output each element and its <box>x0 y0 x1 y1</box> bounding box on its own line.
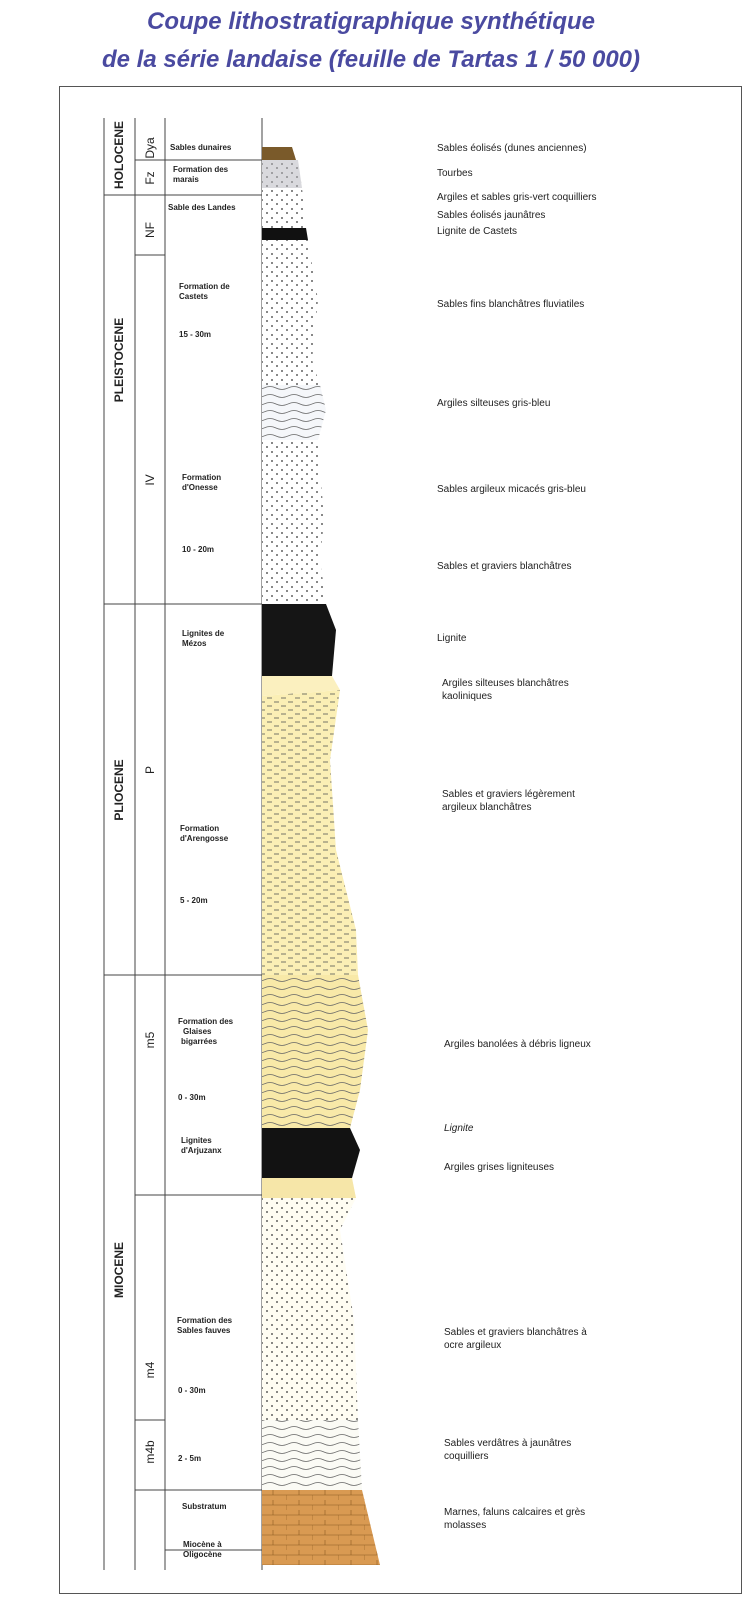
layer-onesse-sands-dots <box>262 440 326 604</box>
layer-castets-sands-dots <box>262 240 320 385</box>
description-label: Argiles banolées à débris ligneux <box>444 1039 591 1050</box>
layer-arjuzanx-lignite <box>262 1128 360 1178</box>
layer-silty-clays-waves <box>262 385 326 440</box>
description-label: Sables et graviers légèrement <box>442 789 575 800</box>
layer-shelly-sands-waves <box>262 1420 362 1490</box>
layer-arengosse-dashes <box>262 690 358 975</box>
code-fz: Fz <box>143 171 157 184</box>
description-label: Argiles silteuses gris-bleu <box>437 398 550 409</box>
code-m4: m4 <box>143 1361 157 1378</box>
description-label: Lignite <box>444 1123 474 1134</box>
formation-label: 15 - 30m <box>179 330 211 339</box>
description-label: Sables fins blanchâtres fluviatiles <box>437 299 584 310</box>
description-labels: Sables éolisés (dunes anciennes) Tourbes… <box>437 143 597 1531</box>
description-label: Lignite <box>437 633 467 644</box>
formation-label: 0 - 30m <box>178 1093 206 1102</box>
layer-substratum-bricks <box>262 1490 380 1565</box>
description-label: Lignite de Castets <box>437 226 517 237</box>
formation-label: Sables fauves <box>177 1326 231 1335</box>
formation-label: 0 - 30m <box>178 1386 206 1395</box>
description-label: kaoliniques <box>442 691 492 702</box>
formation-label: d'Arjuzanx <box>181 1146 222 1155</box>
code-dya: Dya <box>143 137 157 159</box>
description-label: Argiles grises ligniteuses <box>444 1162 554 1173</box>
formation-label: Lignites de <box>182 629 225 638</box>
description-label: Sables et graviers blanchâtres <box>437 561 572 572</box>
layer-grey-lignitic-clays <box>262 1178 356 1198</box>
formation-labels: Sables dunaires Formation des marais Sab… <box>168 143 236 1559</box>
code-nf: NF <box>143 222 157 238</box>
formation-label: Lignites <box>181 1136 212 1145</box>
formation-label: 2 - 5m <box>178 1454 201 1463</box>
code-iv: IV <box>143 474 157 485</box>
layer-sables-fauves-dots <box>262 1198 358 1420</box>
formation-label: Formation <box>180 824 219 833</box>
description-label: ocre argileux <box>444 1340 501 1351</box>
code-p: P <box>143 766 157 774</box>
description-label: argileux blanchâtres <box>442 802 532 813</box>
formation-label: Sables dunaires <box>170 143 232 152</box>
formation-label: Glaises <box>183 1027 212 1036</box>
description-label: Sables éolisés (dunes anciennes) <box>437 143 587 154</box>
formation-label: Castets <box>179 292 208 301</box>
layer-dunes <box>262 147 296 160</box>
period-label-pliocene: PLIOCENE <box>112 759 126 820</box>
code-m5: m5 <box>143 1031 157 1048</box>
code-m4b: m4b <box>143 1440 157 1464</box>
description-label: Sables verdâtres à jaunâtres <box>444 1438 571 1449</box>
description-label: molasses <box>444 1520 486 1531</box>
period-label-holocene: HOLOCENE <box>112 121 126 189</box>
formation-label: Formation des <box>173 165 229 174</box>
description-label: Sables argileux micacés gris-bleu <box>437 484 586 495</box>
period-label-miocene: MIOCENE <box>112 1242 126 1298</box>
layer-eolian-sand-dots <box>262 188 306 228</box>
description-label: coquilliers <box>444 1451 488 1462</box>
layer-peat-texture <box>262 160 302 188</box>
description-label: Sables éolisés jaunâtres <box>437 210 545 221</box>
description-label: Sables et graviers blanchâtres à <box>444 1327 587 1338</box>
period-label-pleistocene: PLEISTOCENE <box>112 318 126 402</box>
description-label: Tourbes <box>437 168 473 179</box>
formation-label: bigarrées <box>181 1037 218 1046</box>
formation-label: d'Onesse <box>182 483 218 492</box>
description-label: Marnes, faluns calcaires et grès <box>444 1507 585 1518</box>
formation-label: Oligocène <box>183 1550 222 1559</box>
formation-label: Formation des <box>177 1316 233 1325</box>
formation-label: Mézos <box>182 639 207 648</box>
formation-label: Sable des Landes <box>168 203 236 212</box>
formation-label: Substratum <box>182 1502 226 1511</box>
formation-label: 10 - 20m <box>182 545 214 554</box>
lithology-column <box>262 147 380 1565</box>
formation-label: d'Arengosse <box>180 834 229 843</box>
formation-label: Formation des <box>178 1017 234 1026</box>
description-label: Argiles et sables gris-vert coquilliers <box>437 192 597 203</box>
layer-castets-lignite <box>262 228 308 240</box>
formation-label: 5 - 20m <box>180 896 208 905</box>
formation-label: marais <box>173 175 199 184</box>
layer-mezos-lignite <box>262 604 336 676</box>
description-label: Argiles silteuses blanchâtres <box>442 678 569 689</box>
layer-glaises-waves <box>262 975 368 1128</box>
formation-label: Formation de <box>179 282 230 291</box>
formation-label: Miocène à <box>183 1540 222 1549</box>
formation-label: Formation <box>182 473 221 482</box>
